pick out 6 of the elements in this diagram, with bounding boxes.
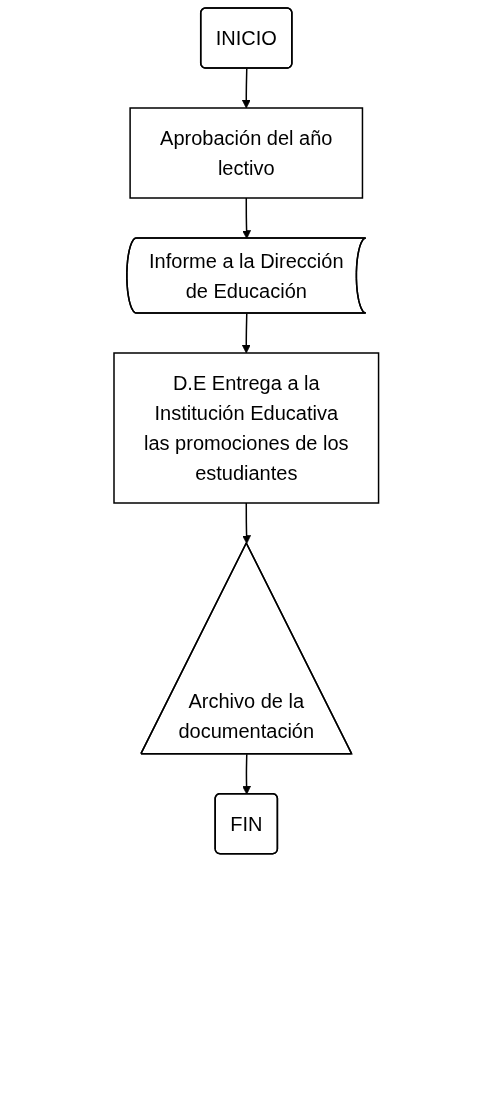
arrow <box>242 197 252 239</box>
arrow <box>242 502 252 544</box>
arrow <box>242 753 252 795</box>
arrow <box>242 67 251 109</box>
node-box: Aprobación del año lectivo <box>129 107 364 199</box>
node-box: D.E Entrega a la Institución Educativa las promociones de los estudiantes <box>113 352 380 504</box>
